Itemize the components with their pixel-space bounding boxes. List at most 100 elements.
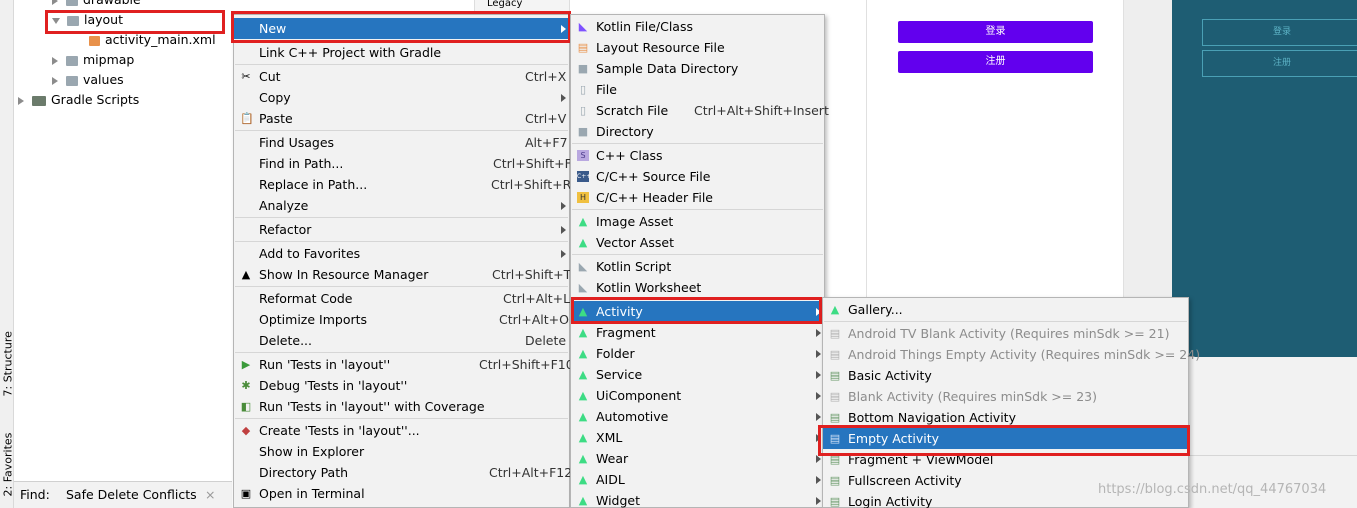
menu-item-widget[interactable]: ▲Widget bbox=[571, 490, 824, 508]
menu-item-login-activity[interactable]: ▤Login Activity bbox=[829, 494, 933, 508]
close-icon[interactable]: × bbox=[205, 487, 216, 502]
menu-item-tv-blank-activity[interactable]: ▤Android TV Blank Activity (Requires min… bbox=[829, 326, 1170, 341]
menu-item-run-tests[interactable]: ▶Run 'Tests in 'layout''Ctrl+Shift+F10 bbox=[241, 357, 574, 372]
template-icon: ▤ bbox=[829, 390, 841, 403]
folder-icon: ■ bbox=[577, 62, 589, 75]
menu-item-xml[interactable]: ▲XML bbox=[571, 427, 824, 448]
blueprint-login-button[interactable]: 登录 bbox=[1202, 19, 1357, 46]
menu-item-layout-resource-file[interactable]: ▤Layout Resource File bbox=[577, 40, 725, 55]
menu-item-kotlin-script[interactable]: ◣Kotlin Script bbox=[578, 259, 672, 274]
separator bbox=[824, 321, 1187, 322]
separator bbox=[235, 241, 568, 242]
highlight-new-box bbox=[231, 11, 571, 43]
tree-item-drawable[interactable]: drawable bbox=[52, 0, 141, 10]
menu-item-bottom-navigation-activity[interactable]: ▤Bottom Navigation Activity bbox=[829, 410, 1016, 425]
structure-tab[interactable]: 7: Structure bbox=[1, 331, 15, 397]
expand-arrow-icon[interactable] bbox=[52, 56, 58, 65]
android-icon: ▲ bbox=[830, 303, 840, 316]
expand-arrow-icon[interactable] bbox=[18, 96, 24, 105]
blueprint-register-button[interactable]: 注册 bbox=[1202, 50, 1357, 77]
highlight-activity-box bbox=[571, 297, 822, 324]
run-icon: ▶ bbox=[241, 358, 251, 371]
tree-item-values[interactable]: values bbox=[52, 70, 124, 90]
menu-item-wear[interactable]: ▲Wear bbox=[571, 448, 824, 469]
menu-item-sample-data-directory[interactable]: ■Sample Data Directory bbox=[577, 61, 739, 76]
preview-login-button[interactable]: 登录 bbox=[898, 21, 1093, 43]
template-icon: ▤ bbox=[829, 348, 841, 361]
menu-item-gallery[interactable]: ▲Gallery... bbox=[830, 302, 903, 317]
find-bar: Find: Safe Delete Conflicts × bbox=[14, 481, 232, 508]
favorites-tab[interactable]: 2: Favorites bbox=[1, 432, 15, 497]
tree-item-layout[interactable]: layout bbox=[52, 10, 123, 30]
menu-item-directory[interactable]: ■Directory bbox=[577, 124, 654, 139]
menu-item-cpp-source[interactable]: C++C/C++ Source File bbox=[577, 169, 711, 184]
menu-item-replace-in-path[interactable]: Replace in Path...Ctrl+Shift+R bbox=[259, 177, 572, 192]
menu-item-kotlin-file[interactable]: ◣Kotlin File/Class bbox=[578, 19, 693, 34]
menu-item-open-in-terminal[interactable]: ▣Open in Terminal bbox=[240, 486, 365, 501]
collapse-arrow-icon[interactable] bbox=[52, 17, 60, 24]
menu-item-file[interactable]: ▯File bbox=[571, 79, 824, 100]
menu-item-activity[interactable]: ▲Activity bbox=[571, 301, 824, 322]
menu-item-basic-activity[interactable]: ▤Basic Activity bbox=[829, 368, 932, 383]
menu-item-add-to-favorites[interactable]: Add to Favorites bbox=[234, 243, 569, 264]
menu-item-fragment[interactable]: ▲Fragment bbox=[571, 322, 824, 343]
new-submenu: ◣Kotlin File/Class ▤Layout Resource File… bbox=[570, 14, 829, 508]
menu-item-kotlin-worksheet[interactable]: ◣Kotlin Worksheet bbox=[578, 280, 702, 295]
tree-item-gradle-scripts[interactable]: Gradle Scripts bbox=[18, 90, 139, 110]
folder-icon bbox=[66, 75, 78, 86]
menu-item-folder[interactable]: ▲Folder bbox=[571, 343, 824, 364]
menu-item-create-tests[interactable]: ◆Create 'Tests in 'layout''... bbox=[241, 423, 420, 438]
submenu-arrow-icon bbox=[816, 497, 821, 505]
kotlin-file-icon: ◣ bbox=[578, 20, 588, 33]
tree-item-mipmap[interactable]: mipmap bbox=[52, 50, 134, 70]
submenu-arrow-icon bbox=[816, 308, 821, 316]
menu-item-debug-tests[interactable]: ✱Debug 'Tests in 'layout'' bbox=[241, 378, 408, 393]
menu-item-automotive[interactable]: ▲Automotive bbox=[571, 406, 824, 427]
menu-item-image-asset[interactable]: ▲Image Asset bbox=[578, 214, 674, 229]
menu-item-blank-activity[interactable]: ▤Blank Activity (Requires minSdk >= 23) bbox=[829, 389, 1097, 404]
menu-item-copy[interactable]: Copy bbox=[234, 87, 569, 108]
android-icon: ▲ bbox=[578, 473, 588, 486]
menu-item-delete[interactable]: Delete...Delete bbox=[259, 333, 567, 348]
expand-arrow-icon[interactable] bbox=[52, 76, 58, 85]
menu-item-run-with-coverage[interactable]: ◧Run 'Tests in 'layout'' with Coverage bbox=[240, 399, 485, 414]
folder-icon bbox=[66, 55, 78, 66]
cpp-class-icon: S bbox=[577, 150, 589, 161]
menu-item-empty-activity[interactable]: ▤Empty Activity bbox=[823, 428, 1188, 449]
menu-item-things-empty-activity[interactable]: ▤Android Things Empty Activity (Requires… bbox=[829, 347, 1201, 362]
find-tab-safe-delete[interactable]: Safe Delete Conflicts bbox=[66, 487, 197, 502]
menu-item-link-cpp[interactable]: Link C++ Project with Gradle bbox=[259, 45, 442, 60]
kotlin-worksheet-icon: ◣ bbox=[578, 281, 588, 294]
blueprint-view: 登录 注册 bbox=[1172, 0, 1357, 357]
preview-register-button[interactable]: 注册 bbox=[898, 51, 1093, 73]
menu-item-refactor[interactable]: Refactor bbox=[234, 219, 569, 240]
menu-item-show-in-explorer[interactable]: Show in Explorer bbox=[259, 444, 365, 459]
menu-item-vector-asset[interactable]: ▲Vector Asset bbox=[578, 235, 674, 250]
separator bbox=[235, 64, 568, 65]
menu-item-aidl[interactable]: ▲AIDL bbox=[571, 469, 824, 490]
menu-item-analyze[interactable]: Analyze bbox=[234, 195, 569, 216]
menu-item-new[interactable]: New bbox=[234, 18, 569, 39]
template-icon: ▤ bbox=[829, 411, 841, 424]
menu-item-fullscreen-activity[interactable]: ▤Fullscreen Activity bbox=[829, 473, 962, 488]
design-preview: 登录 注册 bbox=[866, 0, 1124, 297]
template-icon: ▤ bbox=[829, 474, 841, 487]
tree-item-activity-main[interactable]: activity_main.xml bbox=[89, 30, 216, 50]
menu-item-find-in-path[interactable]: Find in Path...Ctrl+Shift+F bbox=[259, 156, 572, 171]
menu-item-service[interactable]: ▲Service bbox=[571, 364, 824, 385]
menu-item-uicomponent[interactable]: ▲UiComponent bbox=[571, 385, 824, 406]
expand-arrow-icon[interactable] bbox=[52, 0, 58, 5]
android-icon: ▲ bbox=[578, 452, 588, 465]
android-icon: ▲ bbox=[578, 305, 588, 318]
